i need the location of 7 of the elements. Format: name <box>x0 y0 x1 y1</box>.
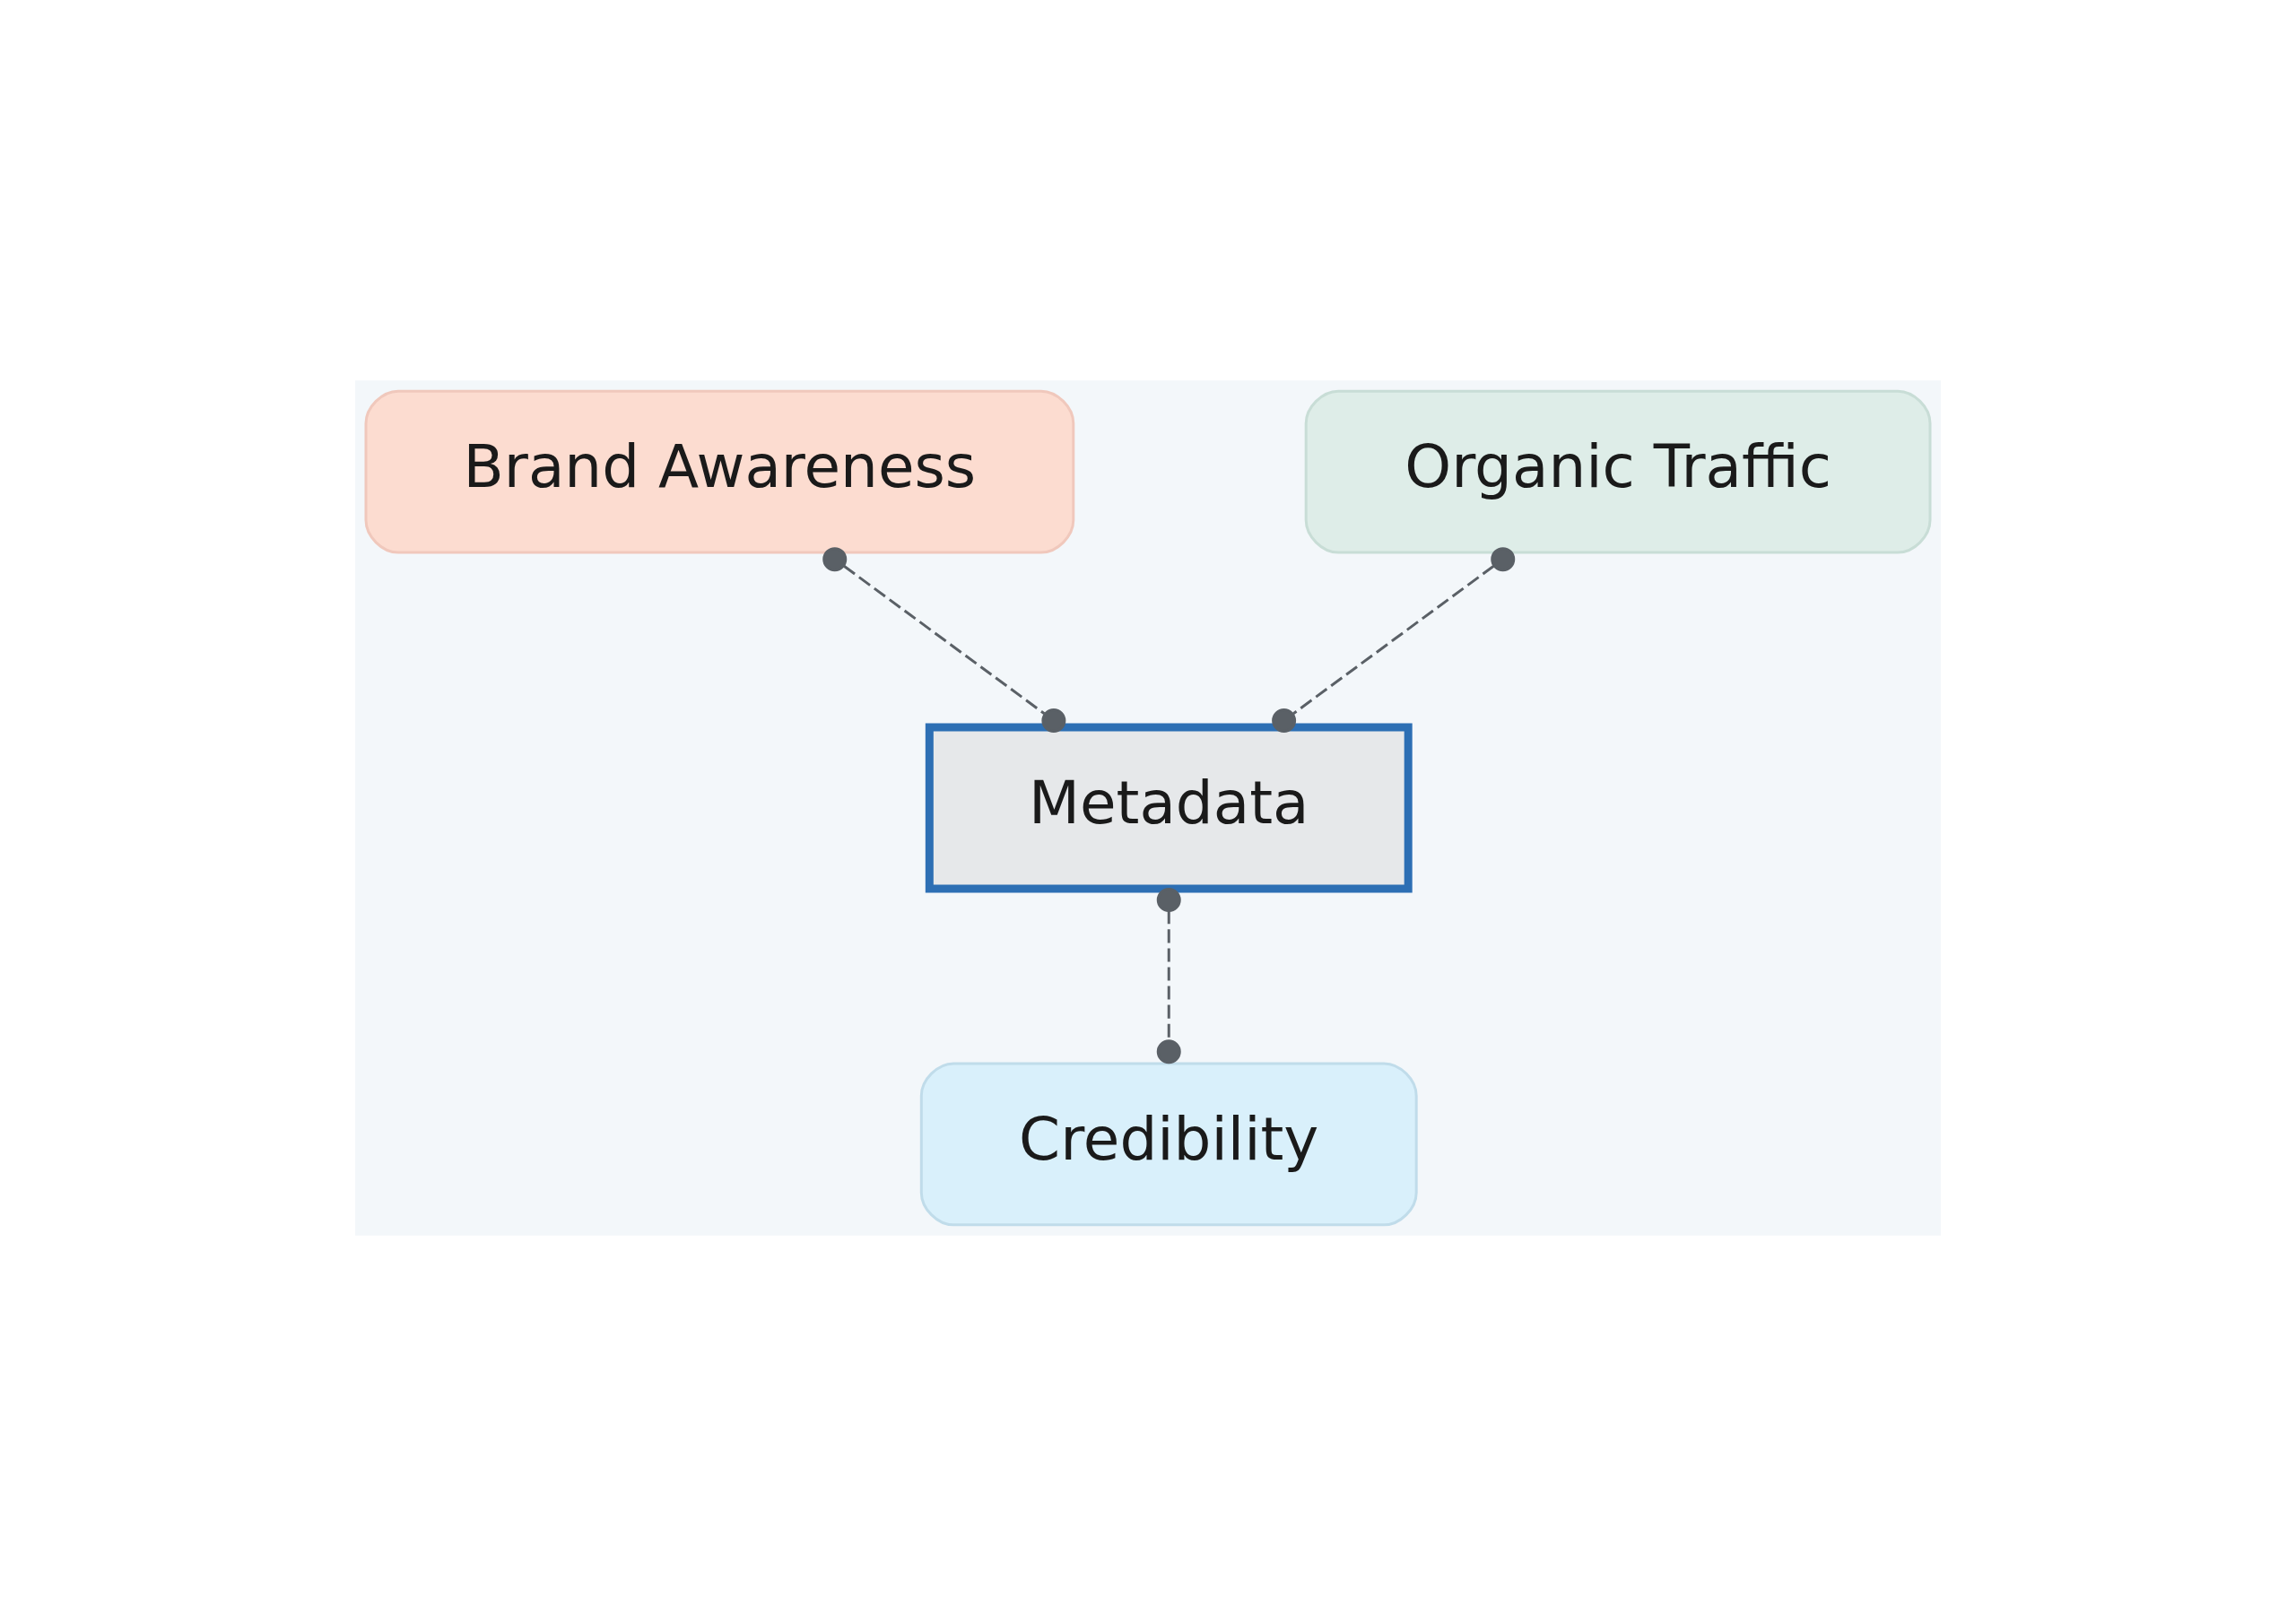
connector <box>822 547 1066 733</box>
connector <box>1272 547 1516 733</box>
node-box: Credibility <box>919 1062 1418 1227</box>
node-box: Organic Traffic <box>1304 389 1932 554</box>
node-box: Metadata <box>925 723 1413 893</box>
connector <box>1156 887 1181 1064</box>
node-box: Brand Awareness <box>364 389 1075 554</box>
